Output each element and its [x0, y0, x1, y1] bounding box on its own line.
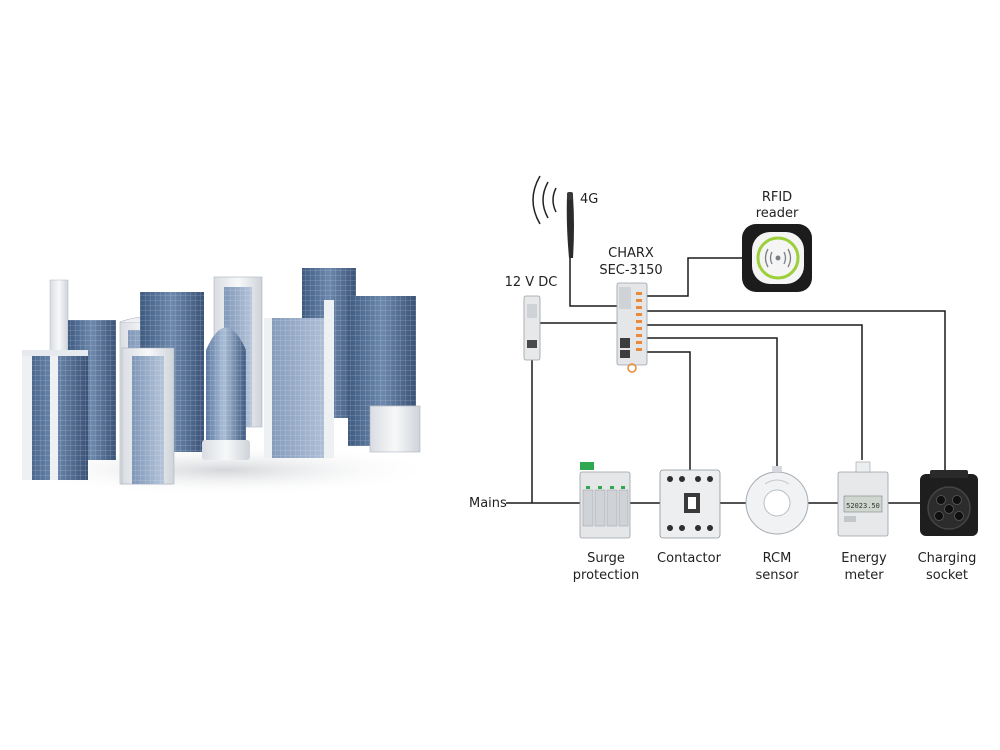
power-supply-12v: 12 V DC — [505, 275, 558, 361]
meter-label-line1: Energy — [841, 551, 887, 566]
contactor: Contactor — [657, 469, 722, 566]
rfid-reader: RFID reader — [742, 190, 812, 292]
charging-socket: Charging socket — [918, 470, 978, 583]
meter-display: 52023.50 — [846, 502, 880, 510]
wiring — [506, 257, 946, 504]
building-light-center — [264, 300, 334, 458]
surge-label-line1: Surge — [587, 551, 625, 566]
rcm-sensor: RCM sensor — [745, 466, 809, 583]
antenna-label: 4G — [580, 192, 598, 207]
contactor-label: Contactor — [657, 551, 722, 566]
surge-label-line2: protection — [573, 568, 639, 583]
city-skyline-illustration — [10, 268, 440, 496]
socket-label-line2: socket — [926, 568, 968, 583]
socket-label-line1: Charging — [918, 551, 977, 566]
signal-waves-icon — [532, 175, 557, 225]
controller-label-line1: CHARX — [608, 246, 654, 261]
building-front-white — [121, 347, 175, 485]
contactless-icon — [764, 248, 792, 268]
terminal-blocks — [636, 292, 642, 351]
controller-label-line2: SEC-3150 — [599, 263, 662, 278]
building-dome — [202, 327, 250, 460]
rcm-label-line2: sensor — [755, 568, 799, 583]
building-front-left — [22, 350, 88, 480]
rfid-label-line1: RFID — [762, 190, 792, 205]
antenna-4g: 4G — [532, 175, 598, 258]
meter-label-line2: meter — [844, 568, 884, 583]
mains-label: Mains — [469, 496, 507, 511]
surge-protection: Surge protection — [573, 462, 639, 583]
charx-controller: CHARX SEC-3150 — [599, 246, 663, 373]
energy-meter: 52023.50 Energy meter — [837, 461, 889, 583]
power-supply-label: 12 V DC — [505, 275, 558, 290]
rfid-label-line2: reader — [756, 206, 799, 221]
rcm-label-line1: RCM — [763, 551, 792, 566]
building-blue-far-right — [348, 296, 421, 453]
